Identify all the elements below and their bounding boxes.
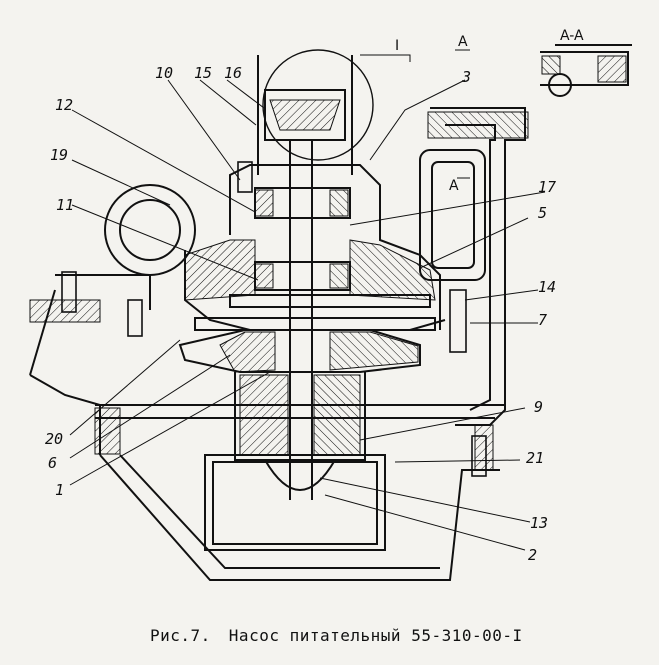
callout-17: 17 bbox=[538, 178, 556, 196]
callout-14: 14 bbox=[538, 278, 556, 296]
callout-3: 3 bbox=[461, 68, 471, 86]
section-arrow-bottom: A bbox=[449, 178, 459, 194]
section-title: A-A bbox=[560, 28, 584, 44]
callout-13: 13 bbox=[530, 514, 548, 532]
detail-mark: I bbox=[395, 38, 399, 54]
figure-number: Рис.7. bbox=[150, 626, 211, 645]
hatched-sections bbox=[29, 55, 627, 471]
callout-12: 12 bbox=[55, 96, 73, 114]
callout-20: 20 bbox=[45, 430, 63, 448]
callout-5: 5 bbox=[538, 204, 547, 222]
figure-title: Насос питательный 55-310-00-I bbox=[228, 626, 523, 645]
figure-caption: Рис.7. Насос питательный 55-310-00-I bbox=[150, 626, 523, 645]
callout-2: 2 bbox=[528, 546, 537, 564]
pump-section-drawing: I A A A-A 10 15 16 3 12 19 17 11 5 14 7 … bbox=[29, 28, 632, 581]
callout-11: 11 bbox=[56, 196, 74, 214]
callout-21: 21 bbox=[526, 449, 544, 467]
leader-lines bbox=[69, 49, 546, 551]
callout-19: 19 bbox=[50, 146, 68, 164]
callout-9: 9 bbox=[534, 398, 543, 416]
section-arrow-top: A bbox=[458, 34, 468, 50]
callout-16: 16 bbox=[224, 64, 242, 82]
callout-15: 15 bbox=[194, 64, 212, 82]
bolts bbox=[61, 161, 487, 477]
callout-7: 7 bbox=[538, 311, 547, 329]
callout-6: 6 bbox=[48, 454, 57, 472]
callout-1: 1 bbox=[55, 481, 64, 499]
callout-10: 10 bbox=[155, 64, 173, 82]
